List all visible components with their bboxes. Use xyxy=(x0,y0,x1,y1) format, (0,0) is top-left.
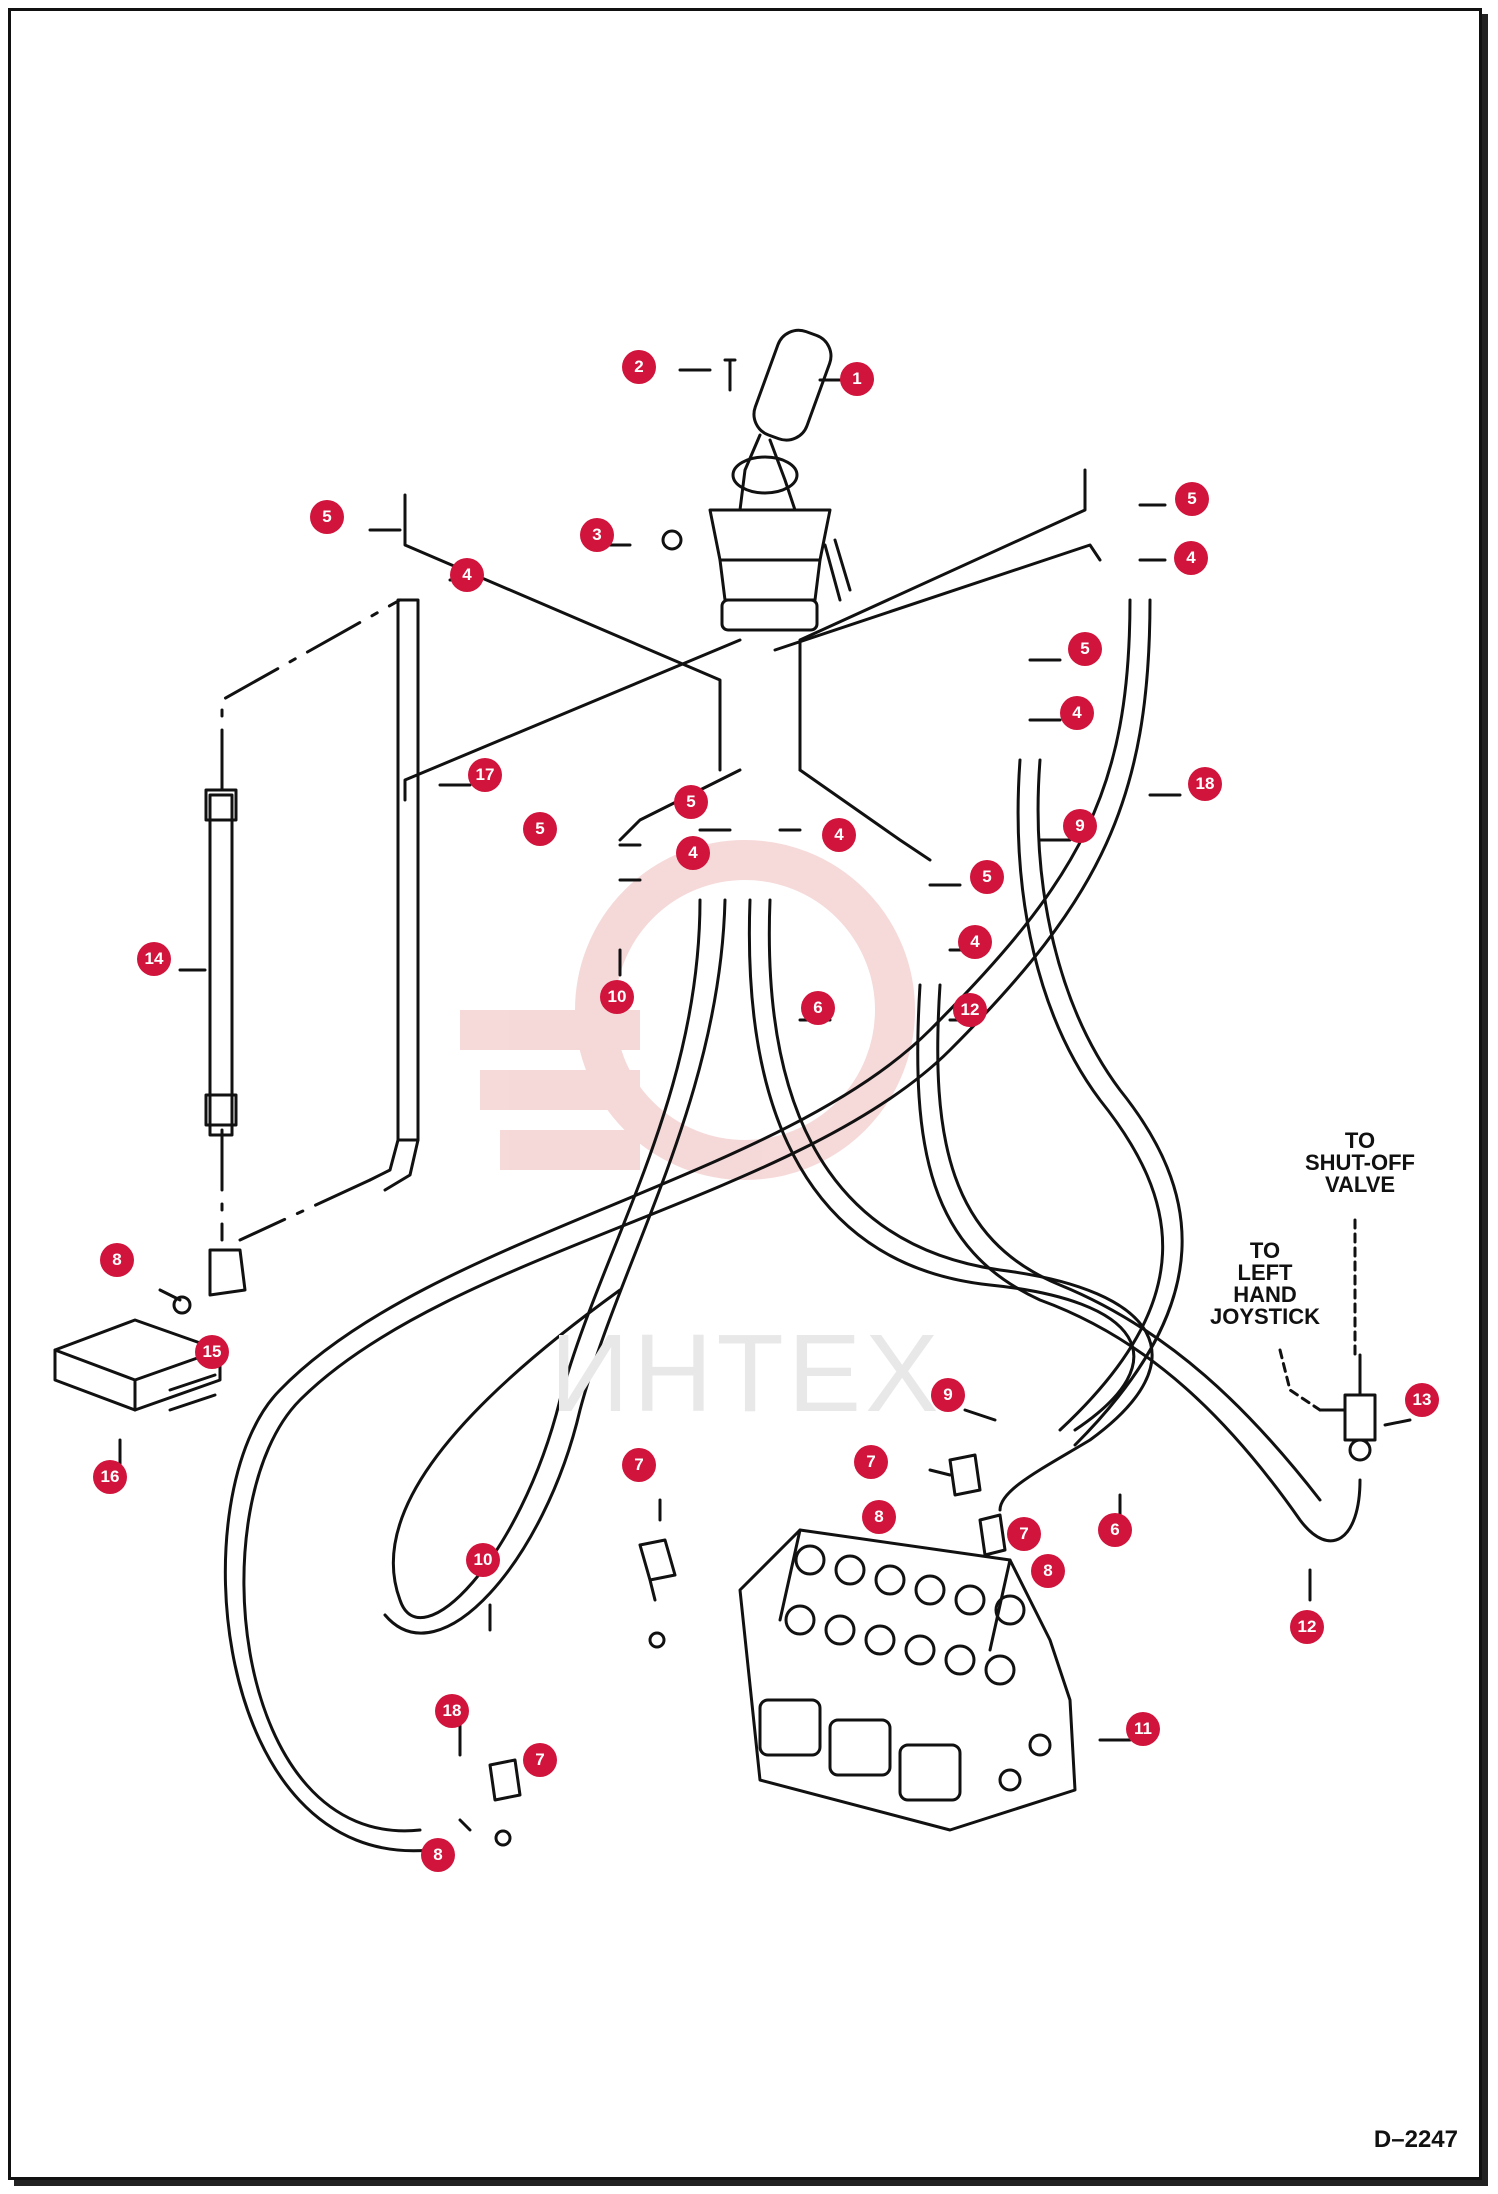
note-line: TO xyxy=(1249,1238,1281,1263)
callout-badge[interactable]: 4 xyxy=(450,558,484,592)
callout-badge[interactable]: 10 xyxy=(600,980,634,1014)
callout-badge[interactable]: 8 xyxy=(421,1838,455,1872)
hose-17 xyxy=(368,598,420,1192)
leader-line-14 xyxy=(220,598,402,1242)
control-valve-11 xyxy=(738,1528,1077,1832)
fitting-7-d xyxy=(488,1758,522,1802)
callout-badge[interactable]: 7 xyxy=(1007,1517,1041,1551)
callout-badge[interactable]: 12 xyxy=(953,993,987,1027)
fitting-7-a xyxy=(638,1538,677,1602)
note-line: VALVE xyxy=(1324,1172,1396,1197)
tee-fitting-13 xyxy=(1318,1353,1377,1462)
hose-9-b xyxy=(1036,758,1184,1447)
callout-badge[interactable]: 7 xyxy=(854,1445,888,1479)
callout-badge[interactable]: 10 xyxy=(466,1543,500,1577)
oring-8-d xyxy=(494,1829,512,1847)
valve-block-16 xyxy=(53,1318,222,1412)
hose-18-b xyxy=(223,598,1132,1853)
leader-frame-cross-r xyxy=(773,543,1102,652)
oring-8-a xyxy=(648,1631,666,1649)
note-line: SHUT-OFF xyxy=(1305,1150,1415,1175)
callout-badge[interactable]: 4 xyxy=(676,836,710,870)
note-line: JOYSTICK xyxy=(1209,1304,1321,1329)
callout-badge[interactable]: 9 xyxy=(931,1378,965,1412)
callout-badge[interactable]: 9 xyxy=(1063,809,1097,843)
callout-badge[interactable]: 8 xyxy=(1031,1554,1065,1588)
callout-badge[interactable]: 15 xyxy=(195,1335,229,1369)
leader-line-17 xyxy=(238,1178,372,1242)
callout-badge[interactable]: 6 xyxy=(1098,1513,1132,1547)
joystick-handle xyxy=(708,328,852,632)
diagram-frame xyxy=(8,8,1482,2180)
callout-badge[interactable]: 14 xyxy=(137,942,171,976)
hose-6-b xyxy=(747,898,1136,1432)
hose-10-b xyxy=(383,898,727,1635)
callout-badge[interactable]: 6 xyxy=(801,991,835,1025)
callout-badge[interactable]: 18 xyxy=(435,1694,469,1728)
callout-badge[interactable]: 4 xyxy=(1174,541,1208,575)
note-left-hand-joystick: TO LEFT HAND JOYSTICK xyxy=(1195,1240,1335,1328)
callout-badge[interactable]: 5 xyxy=(310,500,344,534)
callout-badge[interactable]: 5 xyxy=(1068,632,1102,666)
hose-12-b xyxy=(936,983,1322,1502)
callout-badge[interactable]: 7 xyxy=(523,1743,557,1777)
callout-badge[interactable]: 5 xyxy=(674,785,708,819)
note-line: LEFT xyxy=(1237,1260,1293,1285)
hose-18 xyxy=(242,598,1152,1833)
callout-badge[interactable]: 12 xyxy=(1290,1610,1324,1644)
watermark-text: ИНТЕХ xyxy=(550,1312,943,1435)
leader-frame-left xyxy=(403,493,722,772)
callout-badge[interactable]: 4 xyxy=(1060,696,1094,730)
callout-badge[interactable]: 5 xyxy=(523,812,557,846)
bolt xyxy=(723,358,737,392)
hose-12 xyxy=(916,983,1362,1543)
callout-badge[interactable]: 13 xyxy=(1405,1383,1439,1417)
callout-badge[interactable]: 4 xyxy=(822,818,856,852)
callout-badge[interactable]: 7 xyxy=(622,1448,656,1482)
nut xyxy=(661,529,683,551)
leader-center-right xyxy=(798,768,932,862)
fitting-7-b xyxy=(948,1453,982,1497)
callout-badge[interactable]: 16 xyxy=(93,1460,127,1494)
callout-badge[interactable]: 5 xyxy=(1175,482,1209,516)
callout-badge[interactable]: 1 xyxy=(840,362,874,396)
callout-badge[interactable]: 3 xyxy=(580,518,614,552)
callout-badge[interactable]: 2 xyxy=(622,350,656,384)
hose-6 xyxy=(767,898,1154,1512)
leader-center-left xyxy=(618,768,742,842)
hose-9 xyxy=(1016,758,1165,1432)
callout-badge[interactable]: 8 xyxy=(862,1500,896,1534)
fitting-15 xyxy=(172,1248,247,1315)
leader-frame-right xyxy=(798,468,1087,772)
watermark-logo xyxy=(460,840,915,1180)
frame-background xyxy=(8,8,1482,2180)
hose-14 xyxy=(204,788,238,1137)
leader-tick xyxy=(118,368,1412,1832)
note-shutoff-valve: TO SHUT-OFF VALVE xyxy=(1280,1130,1440,1196)
fitting-7-c xyxy=(978,1513,1007,1557)
note-line: TO xyxy=(1344,1128,1376,1153)
hose-10 xyxy=(391,898,702,1620)
callout-badge[interactable]: 8 xyxy=(100,1243,134,1277)
callout-badge[interactable]: 5 xyxy=(970,860,1004,894)
callout-badge[interactable]: 17 xyxy=(468,758,502,792)
callout-badge[interactable]: 18 xyxy=(1188,767,1222,801)
callout-badge[interactable]: 4 xyxy=(958,925,992,959)
note-line: HAND xyxy=(1233,1282,1297,1307)
line-to-joystick xyxy=(1278,1348,1322,1412)
drawing-id: D–2247 xyxy=(1373,2126,1458,2153)
callout-badge[interactable]: 11 xyxy=(1126,1712,1160,1746)
leader-frame-cross-l xyxy=(403,638,742,802)
